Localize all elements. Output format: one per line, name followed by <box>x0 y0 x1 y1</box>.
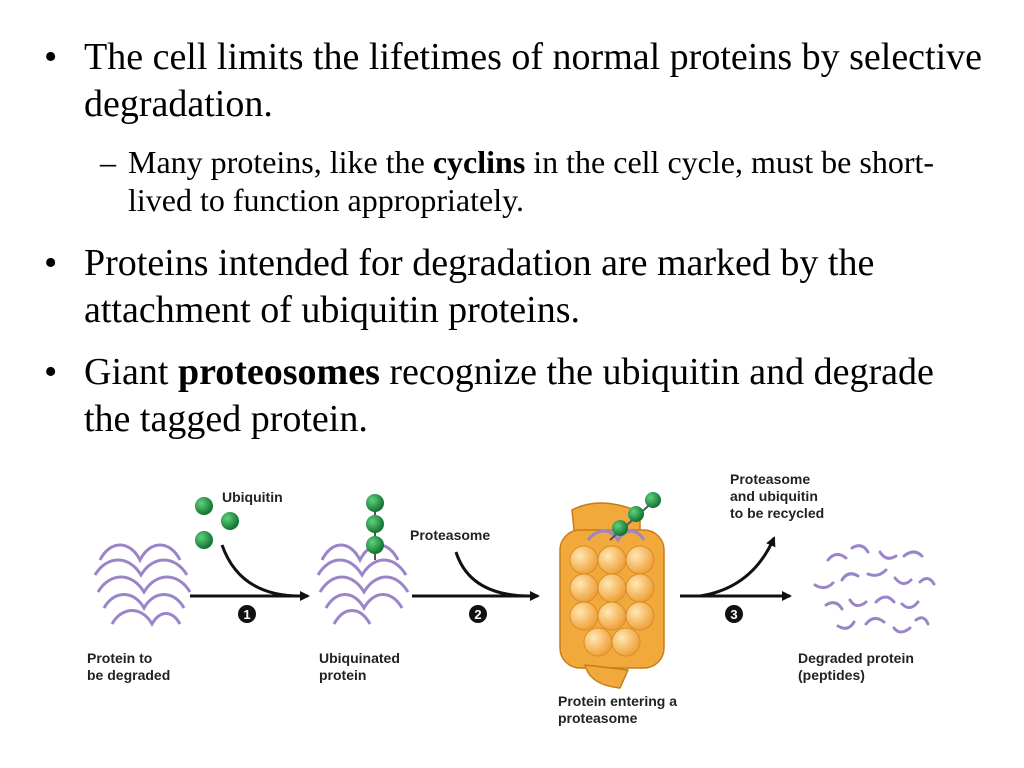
bullet-2-text: Proteins intended for degradation are ma… <box>84 242 875 331</box>
arrow-step-3: 3 <box>680 536 792 623</box>
degraded-label-line1: Degraded protein <box>798 650 914 666</box>
ubiquitin-free <box>195 497 239 549</box>
sub-bullet-text: Many proteins, like the cyclins in the c… <box>128 143 958 219</box>
arrow-step-1: 1 <box>190 544 310 623</box>
proteasome <box>559 492 665 689</box>
ubiquitin-ball <box>612 520 628 536</box>
arrow-step-2: 2 <box>412 551 540 623</box>
sub-bullet-post: in the cell cycle, must be short-lived t… <box>128 144 935 218</box>
step-3-number: 3 <box>730 607 737 622</box>
dash-symbol: – <box>100 144 116 180</box>
degraded-label-line2: (peptides) <box>798 667 865 683</box>
bullet-symbol: • <box>44 36 58 78</box>
ubiquitin-ball <box>366 536 384 554</box>
ubiquitin-ball <box>628 506 644 522</box>
ubiquinated-label-line1: Ubiquinated <box>319 650 400 666</box>
ubiquitin-ball <box>195 497 213 515</box>
bullet-1-text: The cell limits the lifetimes of normal … <box>84 36 983 125</box>
bullet-3-post: recognize the ubiquitin and degrade the … <box>84 351 934 440</box>
step-2-number: 2 <box>474 607 481 622</box>
ubiquitin-ball <box>221 512 239 530</box>
ubiquitin-ball <box>195 531 213 549</box>
sub-bullet-bold: cyclins <box>432 144 526 180</box>
bullet-3-pre: Giant <box>84 351 178 393</box>
ubiquitin-ball <box>366 494 384 512</box>
recycled-label-line2: and ubiquitin <box>730 488 818 504</box>
proteasome-label: Proteasome <box>410 527 490 543</box>
recycled-label-line1: Proteasome <box>730 471 810 487</box>
peptide-fragments <box>813 544 936 634</box>
ubiquinated-label-line2: protein <box>319 667 366 683</box>
entering-label-line1: Protein entering a <box>558 693 677 709</box>
sub-bullet-pre: Many proteins, like the <box>128 144 433 180</box>
protein-label-line2: be degraded <box>87 667 170 683</box>
step-1-number: 1 <box>243 607 250 622</box>
entering-label-line2: proteasome <box>558 710 638 726</box>
bullet-3-bold: proteosomes <box>177 351 380 393</box>
ubiquitin-ball <box>366 515 384 533</box>
protein-label-line1: Protein to <box>87 650 152 666</box>
ubiquinated-protein <box>316 494 410 625</box>
ubiquitin-label: Ubiquitin <box>222 489 283 505</box>
ubiquitin-ball <box>645 492 661 508</box>
recycled-label-line3: to be recycled <box>730 505 824 521</box>
bullet-3-text: Giant proteosomes recognize the ubiquiti… <box>84 349 984 443</box>
bullet-symbol: • <box>44 351 58 393</box>
bullet-symbol: • <box>44 242 58 284</box>
protein-coil <box>93 543 192 628</box>
